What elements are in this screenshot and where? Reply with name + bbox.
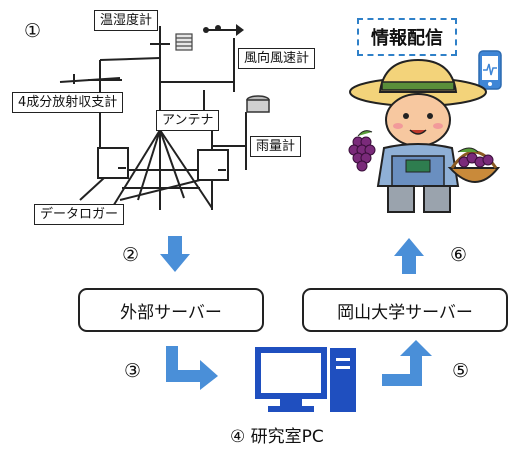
step-1-number: ① bbox=[24, 20, 42, 42]
arrow-right-up-icon bbox=[382, 340, 432, 386]
lab-pc-label: ④ 研究室PC bbox=[230, 427, 324, 447]
step-3-number: ③ bbox=[124, 360, 142, 382]
farmer-illustration bbox=[348, 58, 501, 213]
label-anemometer: 風向風速計 bbox=[238, 48, 316, 69]
step-2-number: ② bbox=[122, 244, 140, 266]
label-antenna: アンテナ bbox=[156, 110, 220, 131]
arrow-up-icon bbox=[394, 238, 424, 274]
label-rain-gauge: 雨量計 bbox=[250, 136, 302, 157]
external-server-box: 外部サーバー bbox=[78, 288, 264, 332]
label-radiometer: 4成分放射収支計 bbox=[12, 92, 124, 113]
smartphone-icon bbox=[478, 50, 502, 90]
arrow-down-icon bbox=[160, 236, 190, 272]
label-thermo-hygrometer: 温湿度計 bbox=[94, 10, 159, 31]
arrow-down-right-icon bbox=[166, 346, 218, 390]
computer-icon bbox=[255, 347, 356, 412]
step-6-number: ⑥ bbox=[450, 244, 468, 266]
step-5-number: ⑤ bbox=[452, 360, 470, 382]
label-data-logger: データロガー bbox=[34, 204, 125, 225]
okayama-server-box: 岡山大学サーバー bbox=[302, 288, 508, 332]
info-distribution-label: 情報配信 bbox=[357, 18, 457, 56]
